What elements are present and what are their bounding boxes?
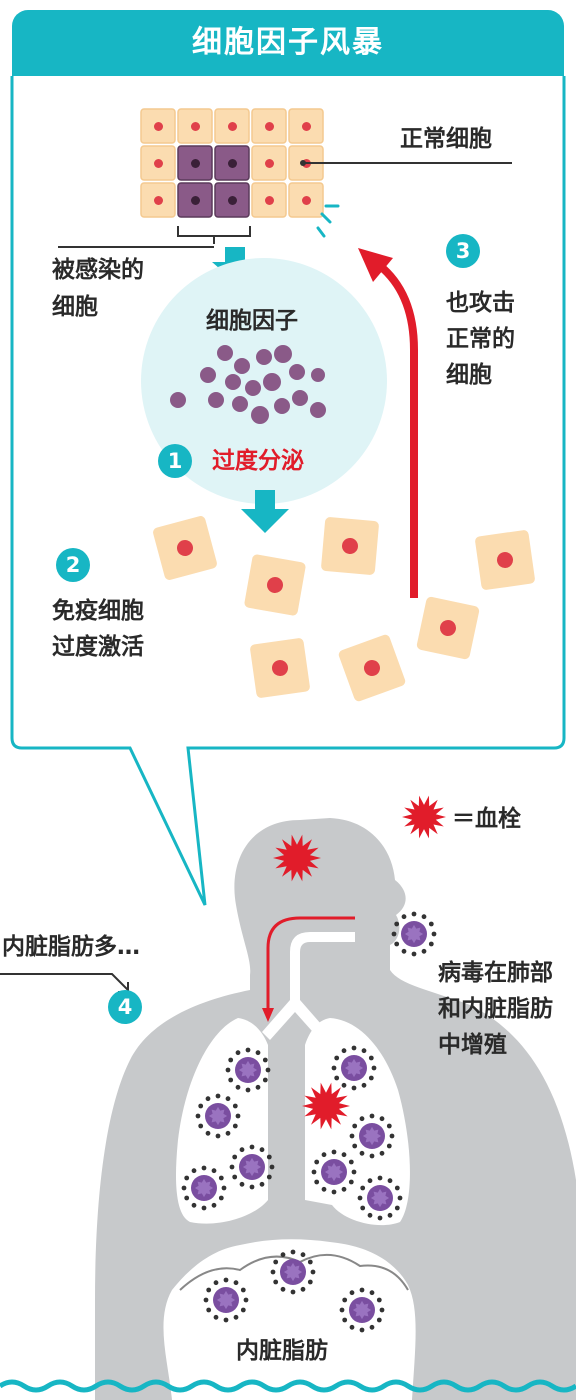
cell-grid	[140, 108, 324, 218]
immune-cell	[250, 638, 310, 698]
virus-label-1: 病毒在肺部	[438, 960, 553, 986]
red-path-arrow	[266, 916, 355, 1010]
virus-icon	[349, 1113, 395, 1159]
virus-icon	[181, 1165, 227, 1211]
blood-clot-lung	[302, 1082, 350, 1130]
page-title: 细胞因子风暴	[12, 10, 564, 76]
visceral-many-label: 内脏脂肪多…	[2, 934, 140, 960]
cytokine-dots	[170, 345, 326, 424]
visceral-pointer-line	[0, 973, 129, 991]
virus-label-2: 和内脏脂肪	[438, 996, 553, 1022]
arrow-up-icon	[372, 258, 418, 598]
virus-icon	[195, 1093, 241, 1139]
virus-icon	[391, 911, 437, 957]
virus-icons	[181, 911, 437, 1333]
blood-clot-icon	[402, 795, 446, 839]
immune-cell	[416, 596, 480, 660]
arrow-down-icon-2	[241, 490, 289, 533]
immune-cell	[321, 517, 379, 575]
immune-cell	[338, 634, 406, 702]
cytokine-label: 细胞因子	[206, 308, 298, 334]
step-1-badge: 1	[158, 444, 192, 478]
immune-label-1: 免疫细胞	[52, 598, 144, 624]
clot-legend-label: ＝血栓	[452, 806, 521, 832]
virus-icon	[311, 1149, 357, 1195]
immune-cells	[153, 516, 535, 702]
immune-label-2: 过度激活	[52, 634, 144, 660]
virus-label-3: 中增殖	[438, 1032, 507, 1058]
normal-cells-label: 正常细胞	[400, 126, 492, 152]
sparkle-icon	[316, 204, 340, 238]
step-2-badge: 2	[56, 548, 90, 582]
immune-cell	[153, 516, 217, 580]
step-4-badge: 4	[108, 990, 142, 1024]
attack-label-2: 正常的	[446, 326, 515, 352]
virus-icon	[203, 1277, 249, 1323]
trachea-top	[290, 932, 355, 1000]
attack-label-1: 也攻击	[446, 290, 515, 316]
immune-cell	[475, 530, 535, 590]
over-secretion-label: 过度分泌	[212, 448, 304, 474]
virus-icon	[357, 1175, 403, 1221]
bronchi	[262, 1000, 328, 1040]
virus-icon	[225, 1047, 271, 1093]
infected-bracket	[177, 226, 251, 244]
wave-icon	[0, 1379, 576, 1393]
infected-cells-label-2: 细胞	[52, 294, 98, 320]
visceral-fat-label: 内脏脂肪	[236, 1338, 328, 1364]
immune-cell	[244, 554, 306, 616]
virus-icon	[331, 1045, 377, 1091]
virus-icon	[229, 1144, 275, 1190]
blood-clot-head	[273, 834, 321, 882]
virus-icon	[270, 1249, 316, 1295]
attack-label-3: 细胞	[446, 362, 492, 388]
step-3-badge: 3	[446, 234, 480, 268]
infected-cells-label-1: 被感染的	[52, 257, 144, 283]
virus-icon	[339, 1287, 385, 1333]
